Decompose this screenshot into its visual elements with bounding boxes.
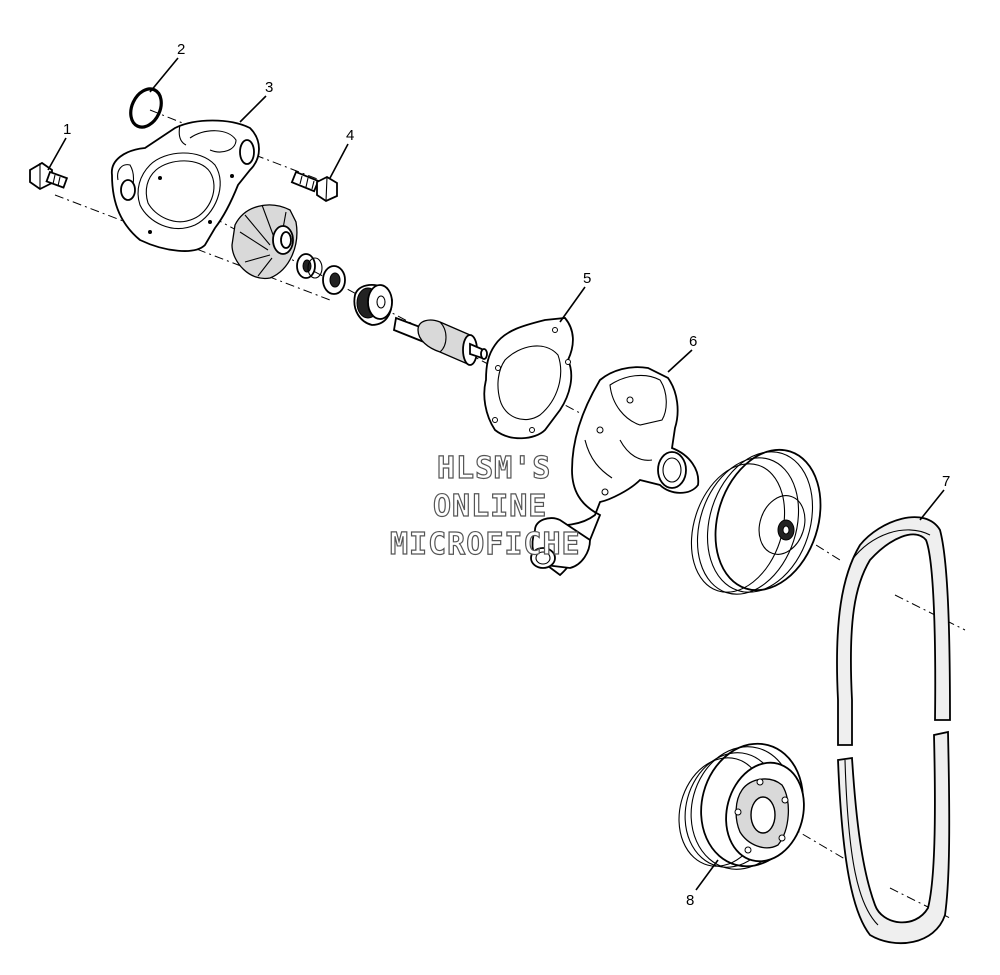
callout-7: 7 xyxy=(942,473,950,490)
callout-6: 6 xyxy=(689,333,697,350)
part-8-crank-pulley xyxy=(678,742,805,870)
callout-leaders xyxy=(47,57,945,891)
part-3-housing-cover xyxy=(111,119,260,252)
callout-4: 4 xyxy=(346,127,354,144)
part-4-bolt xyxy=(290,170,338,203)
seal-ring xyxy=(322,265,346,295)
callout-1: 1 xyxy=(63,121,71,138)
callout-2: 2 xyxy=(177,41,185,58)
callout-5: 5 xyxy=(583,270,591,287)
callout-8: 8 xyxy=(686,892,694,909)
fan-pulley xyxy=(690,448,822,595)
impeller xyxy=(231,204,298,280)
part-7-v-belt xyxy=(836,516,951,945)
seal-large xyxy=(353,284,393,326)
shaft-bearing xyxy=(392,316,488,366)
part-1-bolt xyxy=(29,161,69,191)
callout-3: 3 xyxy=(265,79,273,96)
part-5-gasket xyxy=(483,317,574,440)
seal-small xyxy=(296,253,323,279)
watermark-line-3: MICROFICHE xyxy=(390,527,581,562)
callout-labels: 1 2 3 4 5 6 7 8 xyxy=(63,41,950,909)
part-6-pump-body xyxy=(530,366,700,577)
watermark-line-2: ONLINE xyxy=(433,489,547,524)
watermark-line-1: HLSM'S xyxy=(437,451,551,486)
part-2-o-ring xyxy=(129,87,163,129)
watermark: HLSM'S ONLINE MICROFICHE xyxy=(389,450,581,562)
